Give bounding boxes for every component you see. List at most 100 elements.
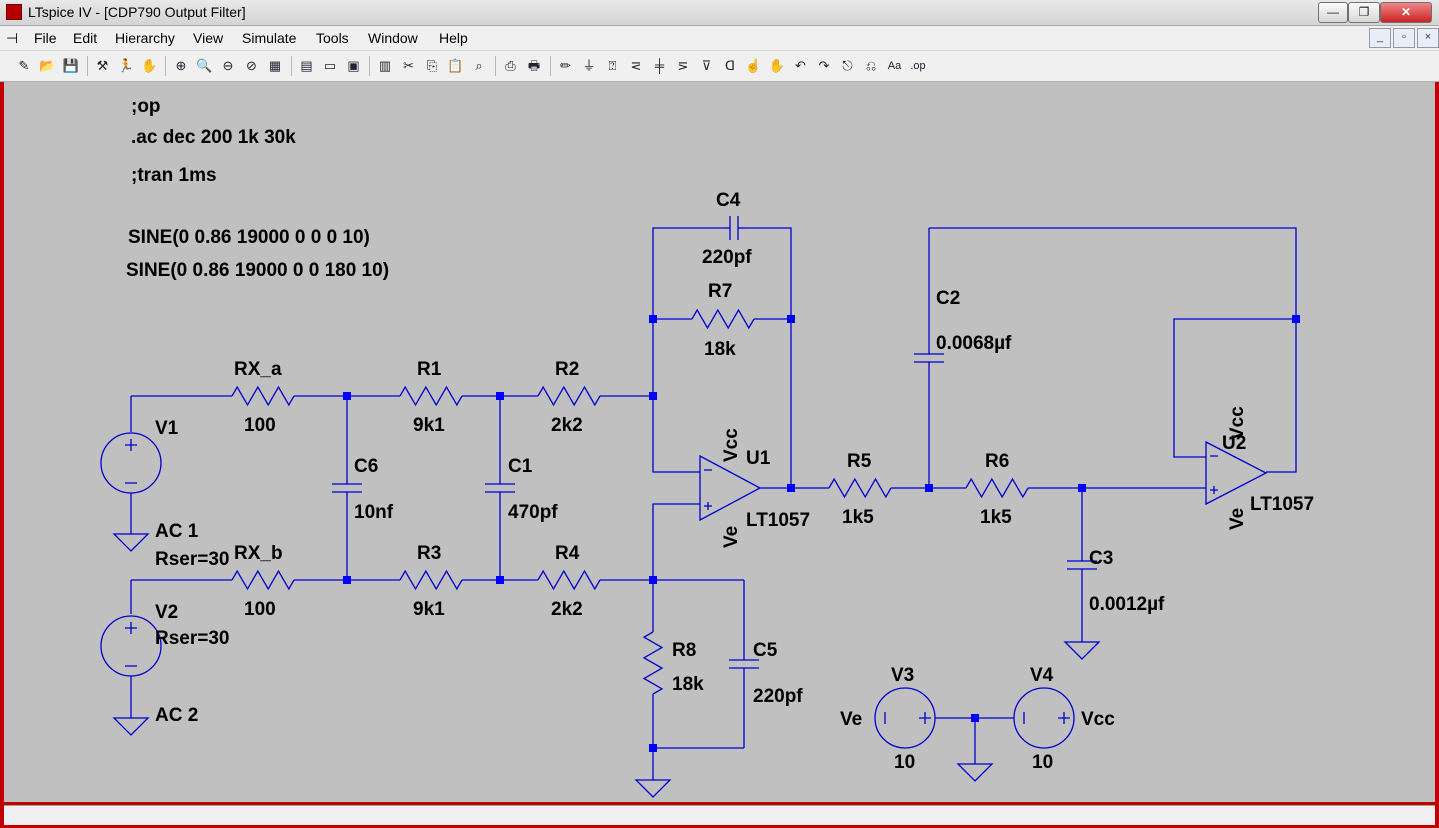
- menu-simulate[interactable]: Simulate: [242, 30, 297, 46]
- supply-ground[interactable]: [956, 763, 994, 782]
- rxb-value[interactable]: 100: [244, 599, 276, 620]
- label-net-icon[interactable]: ⍰: [608, 58, 617, 73]
- ve-net-label[interactable]: Ve: [840, 709, 862, 730]
- rxa-label[interactable]: RX_a: [234, 359, 282, 380]
- r1-resistor[interactable]: [399, 385, 463, 407]
- c4-value[interactable]: 220pf: [702, 247, 752, 268]
- autorange-icon[interactable]: ▦: [268, 58, 282, 73]
- v2-ground[interactable]: [112, 717, 150, 736]
- waveform-icon[interactable]: ▤: [300, 58, 313, 73]
- v1-value[interactable]: AC 1: [155, 521, 199, 542]
- r2-value[interactable]: 2k2: [551, 415, 583, 436]
- undo-icon[interactable]: ↶: [795, 58, 806, 73]
- r4-value[interactable]: 2k2: [551, 599, 583, 620]
- zoom-in-icon[interactable]: ⊕: [175, 58, 187, 73]
- new-schematic-icon[interactable]: ✎: [18, 58, 30, 73]
- menu-help[interactable]: Help: [439, 30, 468, 46]
- c1-capacitor[interactable]: [485, 396, 515, 580]
- menu-view[interactable]: View: [193, 30, 224, 46]
- junction-node[interactable]: [649, 576, 657, 584]
- r1-value[interactable]: 9k1: [413, 415, 445, 436]
- r6-value[interactable]: 1k5: [980, 507, 1012, 528]
- rxa-value[interactable]: 100: [244, 415, 276, 436]
- c3-label[interactable]: C3: [1089, 548, 1113, 569]
- junction-node[interactable]: [971, 714, 979, 722]
- u1-opamp[interactable]: [699, 454, 762, 522]
- u2-model[interactable]: LT1057: [1250, 494, 1314, 515]
- mdi-restore-button[interactable]: ▫: [1393, 28, 1415, 48]
- v4-source[interactable]: [1013, 687, 1075, 749]
- v1-source[interactable]: [100, 432, 162, 494]
- ltspice-app-icon[interactable]: [6, 4, 22, 20]
- v1-rser[interactable]: Rser=30: [155, 549, 229, 570]
- v3-label[interactable]: V3: [891, 665, 914, 686]
- r4-label[interactable]: R4: [555, 543, 580, 564]
- r5-label[interactable]: R5: [847, 451, 872, 472]
- zoom-out-icon[interactable]: ⊖: [222, 58, 234, 73]
- cut-icon[interactable]: ✂: [403, 58, 414, 73]
- rxa-resistor[interactable]: [231, 385, 295, 407]
- zoom-pan-icon[interactable]: 🔍: [196, 58, 213, 73]
- c5-value[interactable]: 220pf: [753, 686, 803, 707]
- drag-icon[interactable]: ✋: [768, 58, 786, 73]
- control-panel-icon[interactable]: ⚒: [96, 58, 109, 73]
- run-icon[interactable]: 🏃: [117, 58, 135, 73]
- r2-label[interactable]: R2: [555, 359, 579, 380]
- r8-ground[interactable]: [634, 779, 672, 798]
- c3-value[interactable]: 0.0012µf: [1089, 594, 1165, 615]
- c4-label[interactable]: C4: [716, 190, 741, 211]
- halt-icon[interactable]: ✋: [141, 58, 158, 73]
- wire-u1-neg[interactable]: [652, 396, 700, 473]
- spice-directive-icon[interactable]: .op: [910, 60, 926, 72]
- inductor-icon[interactable]: ⋝: [677, 58, 689, 73]
- menu-file[interactable]: File: [34, 30, 57, 46]
- r3-label[interactable]: R3: [417, 543, 441, 564]
- v3-source[interactable]: [874, 687, 936, 749]
- r5-resistor[interactable]: [828, 477, 892, 499]
- junction-node[interactable]: [1078, 484, 1086, 492]
- v3-value[interactable]: 10: [894, 752, 915, 773]
- r2-resistor[interactable]: [537, 385, 601, 407]
- copy-icon[interactable]: ⎘: [426, 58, 438, 73]
- junction-node[interactable]: [787, 484, 795, 492]
- r6-resistor[interactable]: [965, 477, 1029, 499]
- u2-opamp[interactable]: [1205, 440, 1268, 506]
- text-icon[interactable]: Aa: [887, 60, 902, 72]
- wire-u1-pos[interactable]: [652, 503, 700, 580]
- r4-resistor[interactable]: [537, 569, 601, 591]
- r5-value[interactable]: 1k5: [842, 507, 874, 528]
- component-icon[interactable]: ᗡ: [725, 58, 735, 73]
- v2-sine-spec[interactable]: SINE(0 0.86 19000 0 0 180 10): [126, 260, 389, 281]
- print-icon[interactable]: 🖶: [527, 58, 541, 73]
- ground-icon[interactable]: ⏚: [582, 58, 596, 73]
- schematic-canvas[interactable]: ;op .ac dec 200 1k 30k ;tran 1ms SINE(0 …: [4, 82, 1435, 802]
- r3-resistor[interactable]: [399, 569, 463, 591]
- tile-horizontal-icon[interactable]: ▭: [323, 58, 337, 73]
- resistor-icon[interactable]: ⋜: [630, 58, 642, 73]
- c3-ground[interactable]: [1063, 641, 1101, 660]
- restore-window-button[interactable]: ❐: [1348, 2, 1380, 23]
- junction-node[interactable]: [1292, 315, 1300, 323]
- directive-ac[interactable]: .ac dec 200 1k 30k: [131, 127, 296, 148]
- u2-label[interactable]: U2: [1222, 433, 1246, 454]
- v4-label[interactable]: V4: [1030, 665, 1054, 686]
- rotate-icon[interactable]: ⎋: [842, 58, 853, 73]
- paste-icon[interactable]: 📋: [447, 58, 464, 73]
- c5-label[interactable]: C5: [753, 640, 778, 661]
- v4-value[interactable]: 10: [1032, 752, 1053, 773]
- junction-node[interactable]: [787, 315, 795, 323]
- find-icon[interactable]: ⌕: [475, 58, 483, 73]
- c4-capacitor[interactable]: [722, 216, 746, 240]
- r7-value[interactable]: 18k: [704, 339, 736, 360]
- c5-capacitor[interactable]: [729, 580, 759, 748]
- junction-node[interactable]: [343, 576, 351, 584]
- wire-u2-neg[interactable]: [1173, 318, 1296, 458]
- junction-node[interactable]: [649, 744, 657, 752]
- v2-value[interactable]: AC 2: [155, 705, 198, 726]
- capacitor-icon[interactable]: ╪: [654, 58, 665, 73]
- menu-tools[interactable]: Tools: [316, 30, 349, 46]
- print-preview-icon[interactable]: ⎙: [505, 58, 516, 73]
- v2-source[interactable]: [100, 615, 162, 677]
- c1-value[interactable]: 470pf: [508, 502, 558, 523]
- draw-wire-icon[interactable]: ✏: [560, 58, 571, 73]
